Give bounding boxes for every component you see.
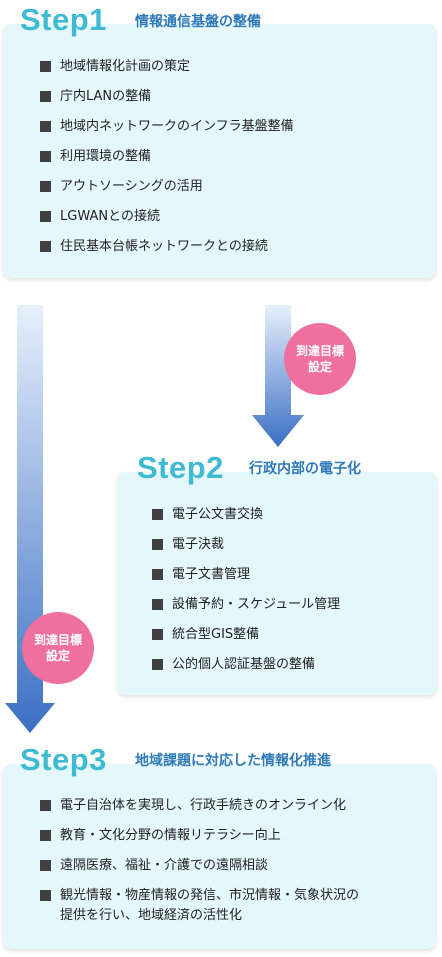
bullet-square-icon: [40, 61, 51, 72]
bullet-square-icon: [152, 539, 163, 550]
list-item: 地域内ネットワークのインフラ基盤整備: [40, 119, 294, 135]
list-item: 遠隔医療、福祉・介護での遠隔相談: [40, 858, 359, 874]
list-item: 電子自治体を実現し、行政手続きのオンライン化: [40, 798, 359, 814]
bullet-square-icon: [40, 830, 51, 841]
list-item: 電子決裁: [152, 537, 340, 553]
bullet-square-icon: [40, 211, 51, 222]
bullet-square-icon: [152, 509, 163, 520]
bullet-square-icon: [40, 800, 51, 811]
bullet-square-icon: [40, 860, 51, 871]
goal-setting-badge: 到達目標 設定: [284, 323, 356, 395]
list-item: 庁内LANの整備: [40, 89, 294, 105]
bullet-square-icon: [40, 241, 51, 252]
step3-box: [3, 764, 436, 949]
bullet-square-icon: [152, 629, 163, 640]
step3-title: 地域課題に対応した情報化推進: [135, 753, 331, 769]
list-item: 住民基本台帳ネットワークとの接続: [40, 239, 294, 255]
list-item: 教育・文化分野の情報リテラシー向上: [40, 828, 359, 844]
badge-line2: 設定: [45, 649, 70, 663]
step1-title: 情報通信基盤の整備: [135, 14, 261, 30]
bullet-square-icon: [40, 121, 51, 132]
badge-line2: 設定: [307, 360, 332, 374]
step3-list: 電子自治体を実現し、行政手続きのオンライン化 教育・文化分野の情報リテラシー向上…: [40, 798, 359, 924]
bullet-square-icon: [40, 151, 51, 162]
badge-line1: 到達目標: [295, 344, 344, 358]
badge-line1: 到達目標: [33, 633, 82, 647]
step1-box: [3, 24, 436, 278]
list-item: 利用環境の整備: [40, 149, 294, 165]
bullet-square-icon: [152, 599, 163, 610]
list-item: 統合型GIS整備: [152, 627, 340, 643]
list-item: 電子文書管理: [152, 567, 340, 583]
bullet-square-icon: [40, 91, 51, 102]
step2-list: 電子公文書交換 電子決裁 電子文書管理 設備予約・スケジュール管理 統合型GIS…: [152, 507, 340, 673]
goal-setting-badge: 到達目標 設定: [22, 612, 94, 684]
list-item: 観光情報・物産情報の発信、市況情報・気象状況の: [40, 888, 359, 904]
list-item: 設備予約・スケジュール管理: [152, 597, 340, 613]
step1-list: 地域情報化計画の策定 庁内LANの整備 地域内ネットワークのインフラ基盤整備 利…: [40, 59, 294, 255]
list-item-continuation: 提供を行い、地域経済の活性化: [60, 908, 243, 923]
step3-label: Step3: [20, 742, 107, 777]
step1-label: Step1: [20, 2, 107, 37]
step2-box: [117, 472, 437, 695]
list-item: 電子公文書交換: [152, 507, 340, 523]
bullet-square-icon: [152, 659, 163, 670]
list-item: 地域情報化計画の策定: [40, 59, 294, 75]
list-item: 公的個人認証基盤の整備: [152, 657, 340, 673]
bullet-square-icon: [40, 890, 51, 901]
list-item: アウトソーシングの活用: [40, 179, 294, 195]
list-item: LGWANとの接続: [40, 209, 294, 225]
step2-title: 行政内部の電子化: [249, 461, 361, 477]
bullet-square-icon: [152, 569, 163, 580]
step2-label: Step2: [137, 450, 224, 485]
bullet-square-icon: [40, 181, 51, 192]
